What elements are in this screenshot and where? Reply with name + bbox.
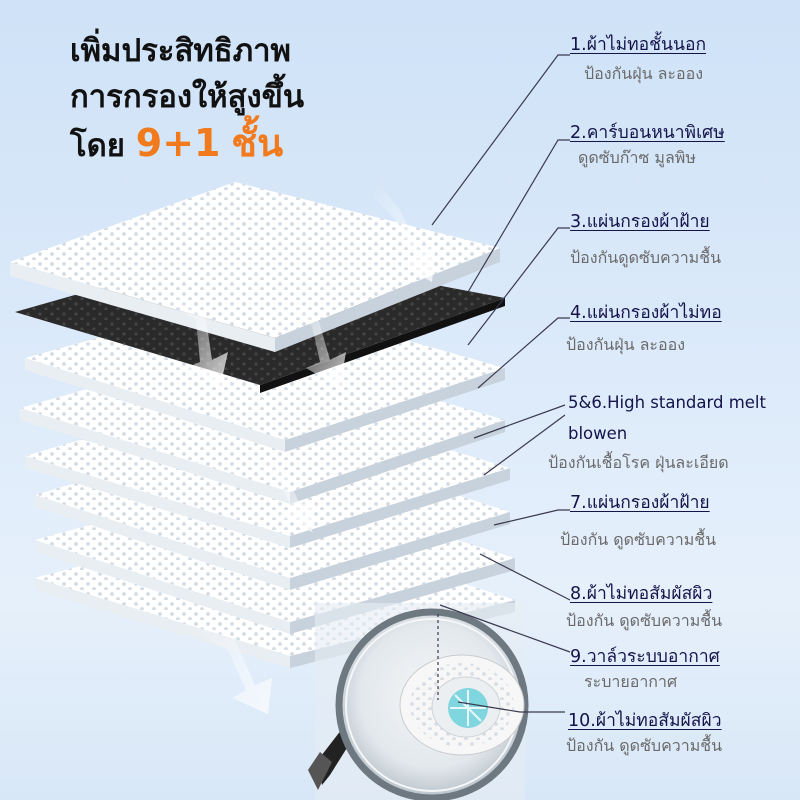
headline: เพิ่มประสิทธิภาพ การกรองให้สูงขึ้น โดย 9… [70,28,304,169]
layer-8-desc: ป้องกัน ดูดซับความชื้น [566,611,723,630]
headline-line-2: การกรองให้สูงขึ้น [70,79,305,115]
magnifier-icon [308,603,529,800]
layer-2-label: 2.คาร์บอนหนาพิเศษ [570,123,725,143]
layer-4-desc: ป้องกันฝุ่น ละออง [566,335,686,354]
down-arrow-icon [372,185,436,282]
layer-8-label: 8.ผ้าไม่ทอสัมผัสผิว [570,584,713,604]
leader-lines [431,54,571,713]
layer-5-6-label: 5&6.High standard melt [568,393,766,412]
layer-3-desc: ป้องกันดูดซับความชื้น [570,248,722,267]
headline-suffix: ชั้น [231,121,284,165]
headline-prefix: โดย [70,128,125,164]
layer-2-desc: ดูดซับก๊าซ มูลพิษ [578,148,696,167]
layer-1-desc: ป้องกันฝุ่น ละออง [584,64,704,83]
sheet-layer-1 [10,182,500,352]
layer-10-desc: ป้องกัน ดูดซับความชื้น [566,736,723,755]
layer-7-label: 7.แผ่นกรองผ้าฝ้าย [570,493,710,513]
headline-line-3: โดย 9+1 ชั้น [70,120,304,169]
down-arrow-icon [192,620,272,714]
layer-7-desc: ป้องกัน ดูดซับความชื้น [560,530,717,549]
down-arrow-icon [162,290,228,388]
down-arrow-icon [284,300,346,388]
layer-9-desc: ระบายอากาศ [584,672,678,691]
headline-highlight: 9+1 [135,121,221,165]
layer-4-label: 4.แผ่นกรองผ้าไม่ทอ [570,303,722,323]
layer-5-6-desc: ป้องกันเชื้อโรค ฝุ่นละเอียด [548,453,729,472]
layer-9-label: 9.วาล์วระบบอากาศ [570,647,720,667]
layer-5-6-label-cont: blowen [568,424,628,443]
layer-1-label: 1.ผ้าไม่ทอชั้นนอก [570,35,707,55]
layer-3-label: 3.แผ่นกรองผ้าฝ้าย [570,212,710,232]
down-arrow-icon [250,455,316,532]
layer-10-label: 10.ผ้าไม่ทอสัมผัสผิว [568,711,722,731]
headline-line-1: เพิ่มประสิทธิภาพ [70,33,291,69]
